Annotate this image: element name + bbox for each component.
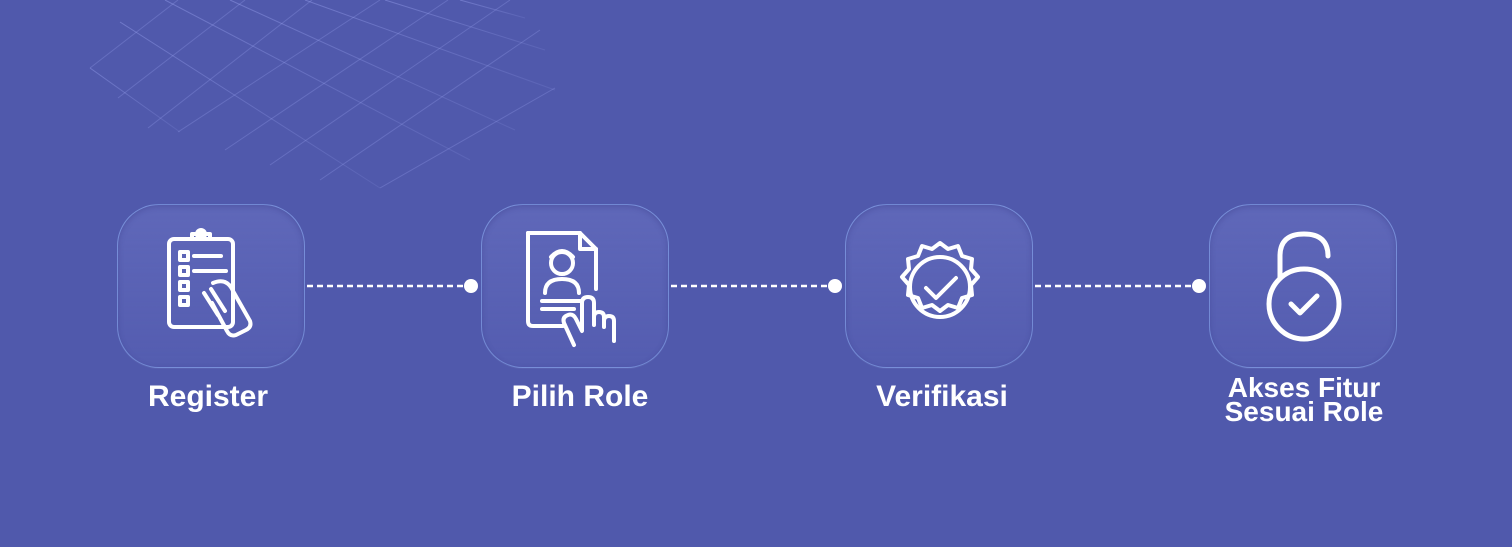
step-pilih-role-label: Pilih Role bbox=[511, 380, 649, 413]
connector-3-4 bbox=[1035, 279, 1206, 293]
profile-select-icon bbox=[526, 231, 616, 347]
verified-badge-icon bbox=[900, 241, 980, 319]
background-grid-decoration bbox=[89, 0, 556, 189]
clipboard-form-icon bbox=[167, 228, 253, 338]
step-akses-fitur-label-line1: Akses Fitur bbox=[1227, 372, 1381, 403]
step-verifikasi-label: Verifikasi bbox=[876, 380, 1008, 413]
step-register-card bbox=[117, 204, 305, 368]
step-akses-fitur-label: Akses Fitur Sesuai Role bbox=[1194, 372, 1414, 427]
step-akses-fitur-card bbox=[1209, 204, 1397, 368]
connector-1-2 bbox=[307, 279, 478, 293]
step-verifikasi-card bbox=[845, 204, 1033, 368]
step-register-label: Register bbox=[147, 380, 269, 413]
connector-2-3 bbox=[671, 279, 842, 293]
step-pilih-role-card bbox=[481, 204, 669, 368]
unlocked-padlock-icon bbox=[1266, 231, 1342, 342]
step-akses-fitur-label-line2: Sesuai Role bbox=[1224, 396, 1384, 427]
